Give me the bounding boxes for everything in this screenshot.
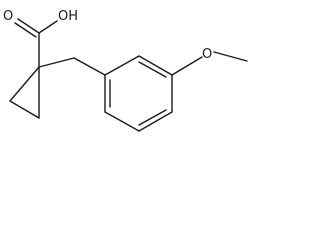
methoxy-oxygen-label: O — [202, 47, 212, 62]
benzene-ring — [104, 55, 173, 132]
bond-benzene-to-methoxy-oxygen — [171, 56, 203, 76]
carbonyl-double-bond-a — [17, 18, 40, 34]
carbonyl-oxygen-label: O — [3, 9, 13, 24]
bond-ring-to-ch2 — [38, 57, 75, 68]
benzene-bond-2 — [138, 55, 173, 76]
bond-oxygen-to-methyl — [213, 51, 248, 62]
carboxylic-acid-group: O OH — [3, 9, 78, 68]
benzene-bond-5 — [104, 111, 140, 132]
benzene-bond-4 — [138, 111, 173, 132]
benzene-inner-double-bond-b — [138, 61, 167, 78]
benzene-inner-double-bond-c — [138, 109, 167, 126]
cyclopropane-ring — [9, 66, 40, 119]
benzylic-methylene — [38, 57, 106, 76]
bond-to-hydroxyl — [38, 20, 58, 34]
benzene-bond-1 — [104, 55, 140, 76]
chemical-structure-diagram: O OH O — [3, 9, 248, 132]
ring-bond-left — [9, 100, 40, 119]
bond-ch2-to-benzene — [73, 57, 106, 76]
methoxy-group: O — [171, 47, 248, 76]
ring-bond-right — [9, 66, 40, 102]
hydroxyl-label: OH — [58, 9, 78, 24]
carbonyl-double-bond-b — [14, 22, 37, 38]
